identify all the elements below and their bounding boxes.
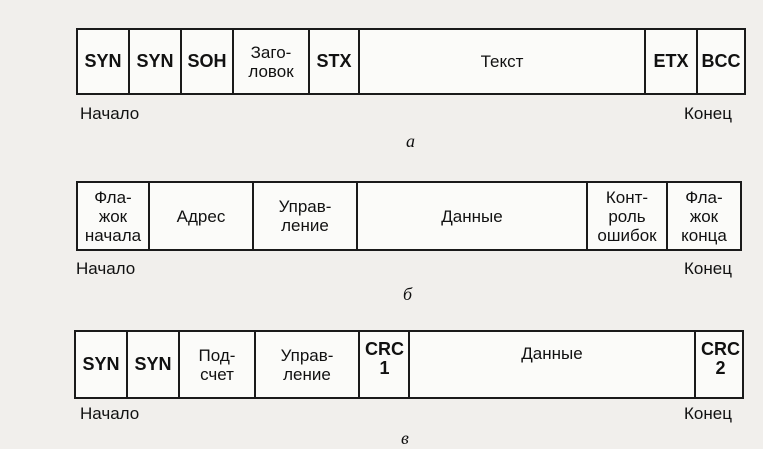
frame-diagram-b: Фла- жок начала Адрес Управ- ление Данны… xyxy=(76,181,742,251)
field-syn-2: SYN xyxy=(130,30,182,93)
caption-a: а xyxy=(406,131,415,151)
field-text: Текст xyxy=(360,30,646,93)
field-syn-2: SYN xyxy=(128,332,180,397)
field-data: Данные xyxy=(410,332,696,397)
field-end-flag: Фла- жок конца xyxy=(681,187,727,245)
end-label-a: Конец xyxy=(684,104,732,123)
field-data: Данные xyxy=(358,183,588,249)
field-error-check: Конт- роль ошибок xyxy=(588,183,668,249)
field-address: Адрес xyxy=(150,183,254,249)
field-syn-1: SYN xyxy=(78,30,130,93)
field-count: Под- счет xyxy=(180,332,256,397)
start-label-c: Начало xyxy=(80,404,140,423)
caption-c: в xyxy=(401,428,409,448)
end-label-b: Конец xyxy=(684,259,732,278)
start-label-a: Начало xyxy=(80,104,140,123)
start-label-b: Начало xyxy=(76,259,136,278)
field-start-flag: Фла- жок начала xyxy=(78,183,150,249)
field-control: Управ- ление xyxy=(254,183,358,249)
end-label-c: Конец xyxy=(684,404,732,423)
caption-b: б xyxy=(403,284,413,304)
field-crc-1: CRC 1 xyxy=(360,332,410,397)
field-soh: SOH xyxy=(182,30,234,93)
field-control: Управ- ление xyxy=(256,332,360,397)
field-crc-2: CRC 2 xyxy=(701,339,740,378)
field-etx: ETX xyxy=(646,30,698,93)
frame-diagram-c: SYN SYN Под- счет Управ- ление CRC 1 Дан… xyxy=(74,330,744,399)
field-bcc: BCC xyxy=(701,51,741,71)
frame-diagram-a: SYN SYN SOH Заго- ловок STX Текст ETX BC… xyxy=(76,28,746,95)
field-header: Заго- ловок xyxy=(234,30,310,93)
field-stx: STX xyxy=(310,30,360,93)
field-syn-1: SYN xyxy=(76,332,128,397)
